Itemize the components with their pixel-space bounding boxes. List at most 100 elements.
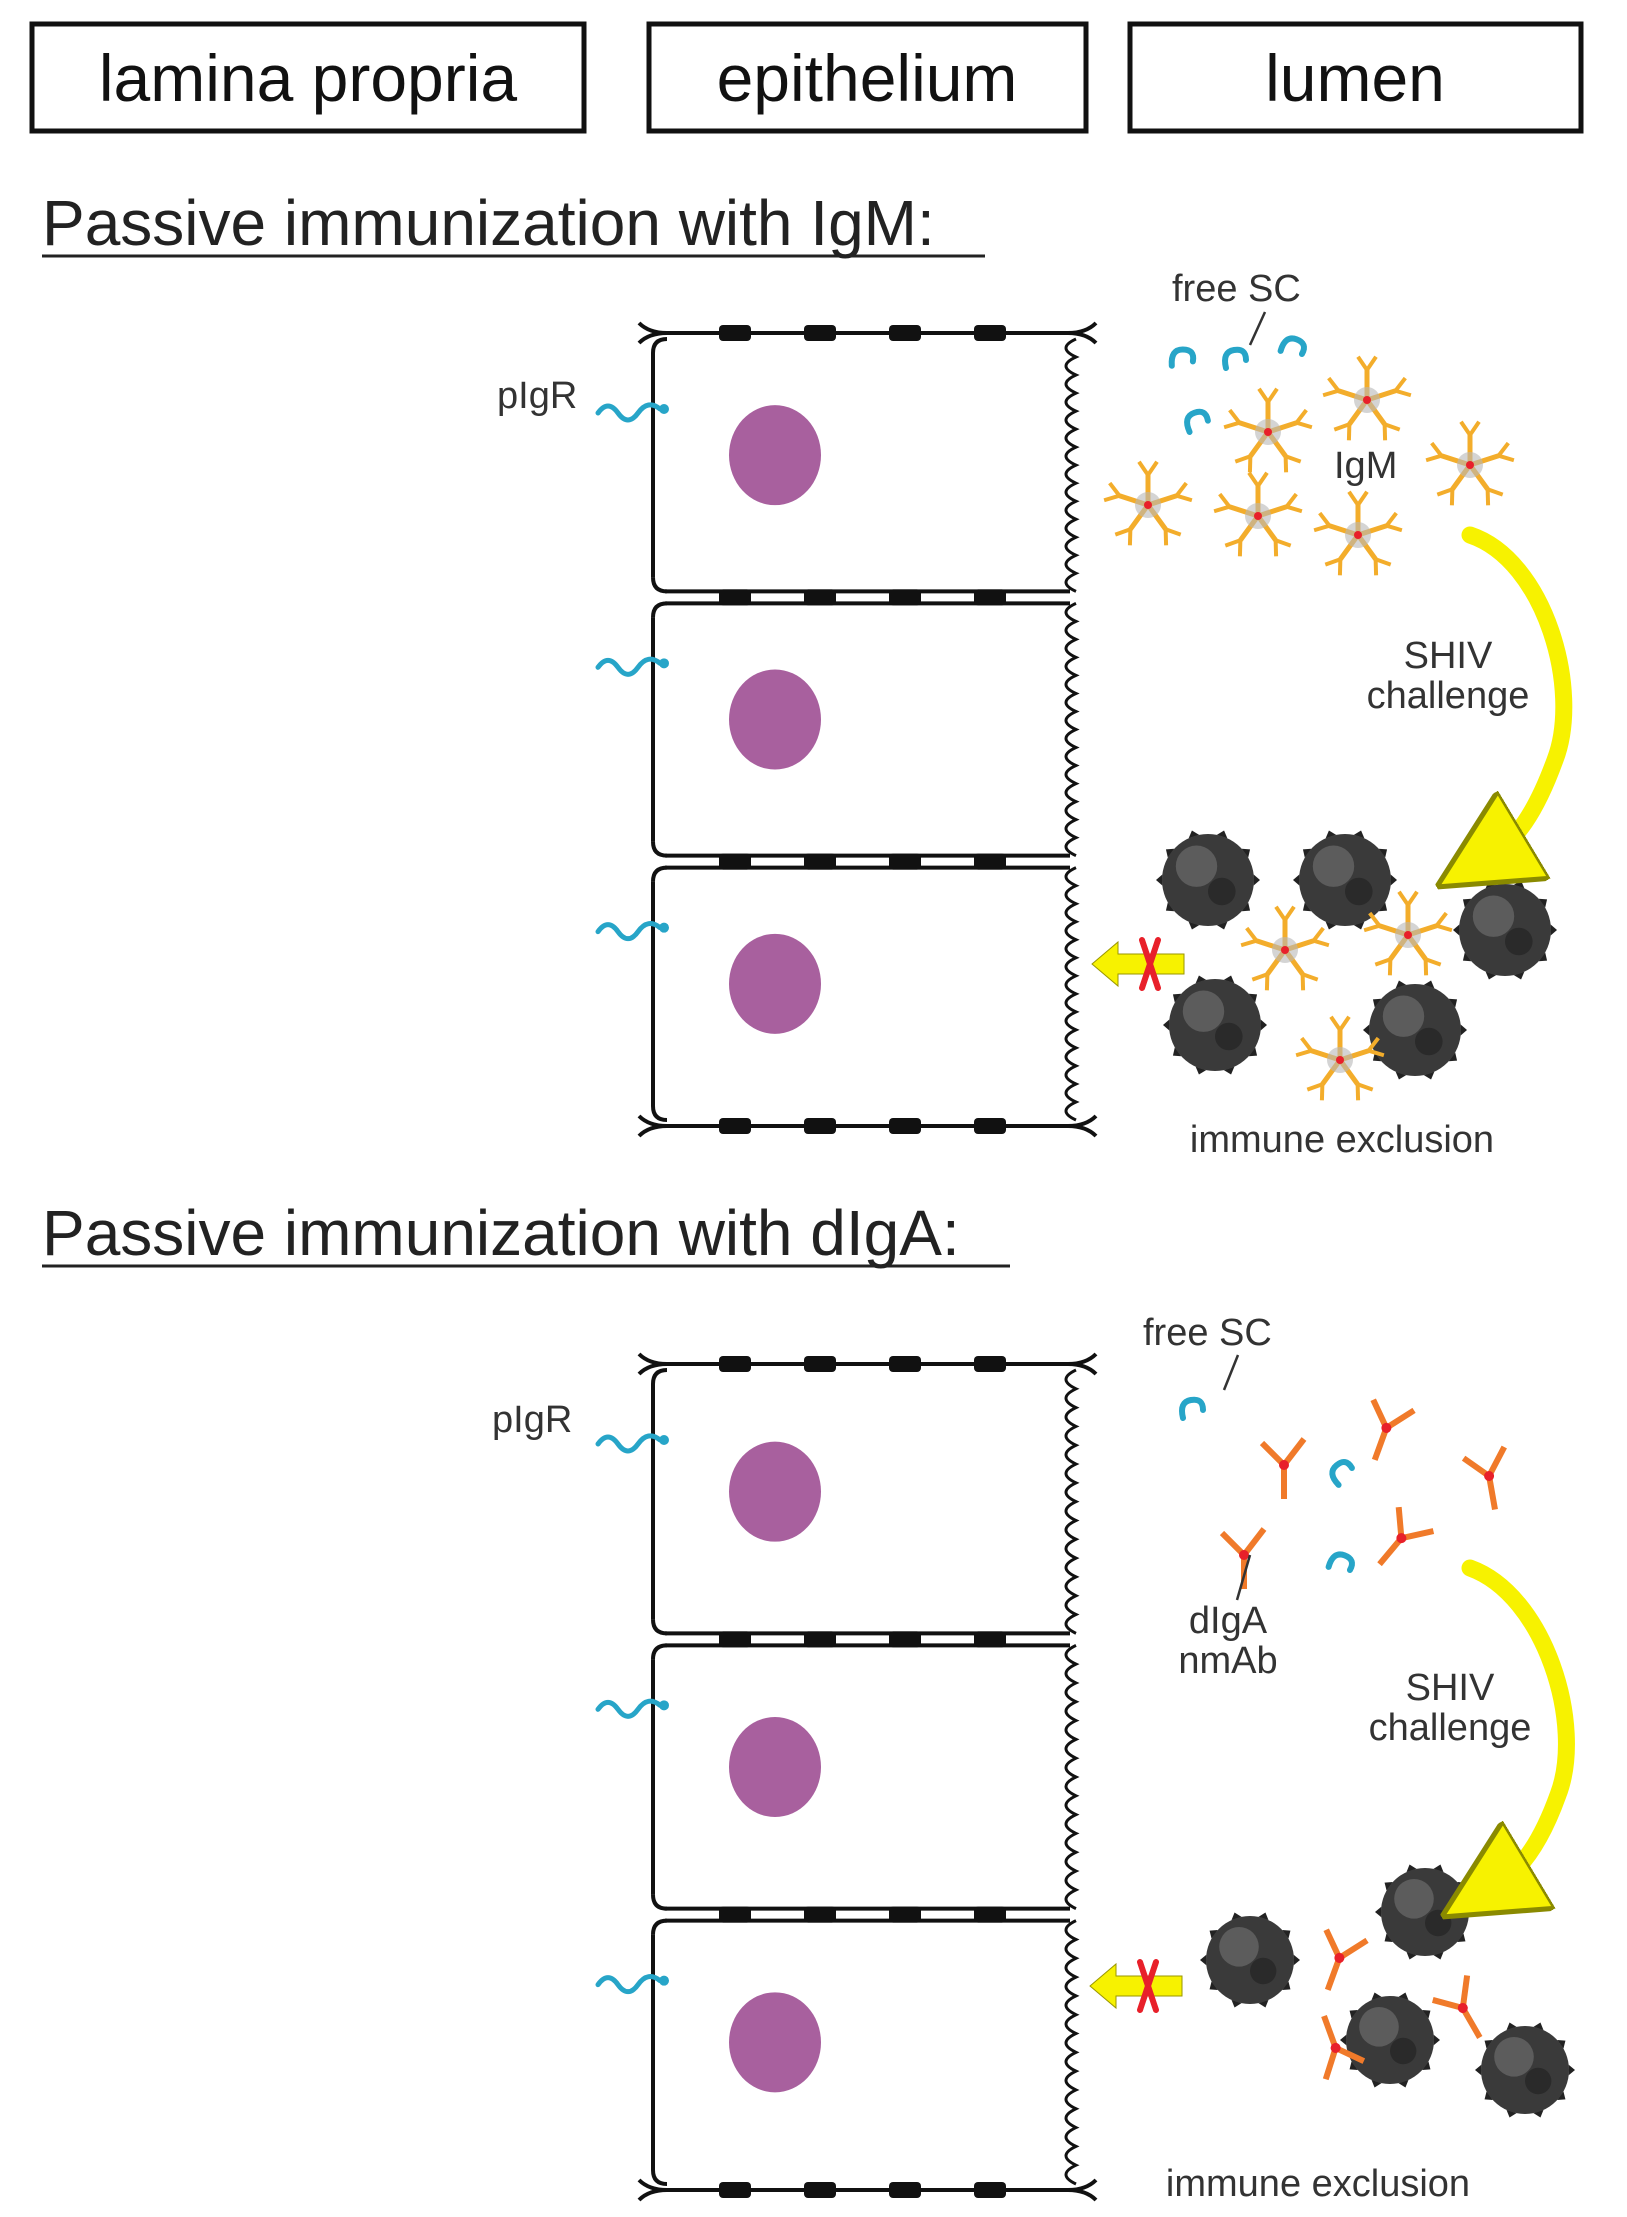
cell-membrane [637,1362,668,1376]
tight-junction [804,325,836,341]
immune-exclusion-label: immune exclusion [1190,1119,1494,1161]
cell-corner [651,1105,668,1122]
tight-junction [719,1906,751,1923]
pigr-receptor [595,656,663,677]
shiv-virion [1363,980,1467,1080]
cell-corner [651,2169,668,2186]
shiv-virion [1163,975,1267,1075]
free-sc-pointer [1222,1354,1240,1391]
apical-microvilli [1064,1368,1080,1635]
igm-pentamer [1295,1015,1385,1101]
pigr-receptor [595,1974,663,1995]
diga-antibody [1431,1975,1483,2039]
header-epithelium-label: epithelium [717,41,1018,115]
cell-membrane [1067,331,1098,345]
diga-antibody [1377,1506,1435,1567]
tight-junction [719,325,751,341]
apical-microvilli [1064,1919,1080,2186]
tight-junction [804,589,836,606]
igm-pentamer [1240,905,1330,991]
shiv-virion [1156,830,1260,930]
blocked-transport-arrow [1089,1962,1183,2010]
cell-corner [651,1918,668,1935]
pigr-receptor-end [659,404,669,414]
header-epithelium: epithelium [646,21,1089,134]
free-sc [1325,1551,1355,1573]
cell-corner [651,841,668,858]
free-sc-label: free SC [1143,1312,1272,1354]
cell-membrane [1067,1124,1098,1138]
header-lumen-label: lumen [1265,41,1445,115]
diga-pointer [1235,1554,1252,1601]
tight-junction [974,1631,1006,1648]
cell-nucleus [729,1717,821,1817]
pigr-receptor [595,921,663,942]
cell-nucleus [729,1441,821,1542]
cell-nucleus [729,1992,821,2093]
igm-pentamer [1313,490,1403,576]
igm-pentamer [1223,387,1313,473]
free-sc-label: free SC [1172,268,1301,310]
tight-junction [974,1906,1006,1923]
cell-nucleus [729,933,821,1034]
cell-membrane [1067,2188,1098,2202]
tight-junction [719,1118,751,1134]
block-cross-icon [1137,1959,1159,2013]
tight-junction [974,1118,1006,1134]
cell-membrane [637,1114,1098,1128]
cell-corner [651,1643,668,1660]
pigr-receptor-end [659,922,669,933]
tight-junction [974,325,1006,341]
cell-nucleus [729,669,821,770]
cell-corner [651,577,668,594]
shiv-virion [1293,830,1397,930]
shiv-virion [1340,1992,1440,2088]
panel-igm-title: Passive immunization with IgM: [42,187,935,259]
tight-junction [974,589,1006,606]
pigr-receptor [595,402,663,423]
tight-junction [719,589,751,606]
tight-junction [889,1906,921,1923]
challenge-label-line1: SHIV [1404,635,1493,677]
pigr-receptor-end [659,1700,669,1711]
cell-membrane [637,2178,1098,2192]
igm-pentamer [1103,460,1193,546]
challenge-label-line2: challenge [1369,1707,1532,1749]
diga-antibody [1321,2014,1366,2081]
free-sc-pointer [1248,311,1267,346]
cell-corner [651,1894,668,1911]
pigr-receptor-end [659,1435,669,1445]
cell-corner [651,865,668,882]
apical-microvilli [1064,866,1080,1122]
pigr-receptor [595,1433,663,1454]
free-sc [1222,346,1249,371]
header-lamina-propria: lamina propria [29,21,587,134]
panel-diga-title: Passive immunization with dIgA: [42,1197,960,1269]
igm-pentamer [1363,890,1453,976]
cell-membrane [637,331,668,345]
tight-junction [804,2182,836,2198]
igm-pentamer [1322,355,1412,441]
lumen-igm [1091,335,1557,1101]
free-sc [1168,346,1197,369]
igm-pentamer [1425,420,1515,506]
free-sc [1184,408,1211,435]
cell-corner [651,337,668,354]
tight-junction [719,2182,751,2198]
diga-antibody [1259,1437,1307,1499]
pigr-label: pIgR [492,1399,572,1441]
igm-label: IgM [1334,445,1397,487]
tight-junction [889,1118,921,1134]
challenge-curved-arrow [1470,526,1573,852]
diga-label-line2: nmAb [1178,1640,1277,1682]
free-sc [1179,1396,1206,1421]
pigr-receptor [595,1698,663,1719]
tight-junction [804,853,836,870]
tight-junction [804,1356,836,1372]
blocked-transport-arrow [1091,940,1185,988]
tight-junction [889,1356,921,1372]
tight-junction [889,853,921,870]
igm-pentamer [1213,471,1303,557]
tight-junction [974,1356,1006,1372]
pigr-receptor-end [659,658,669,669]
